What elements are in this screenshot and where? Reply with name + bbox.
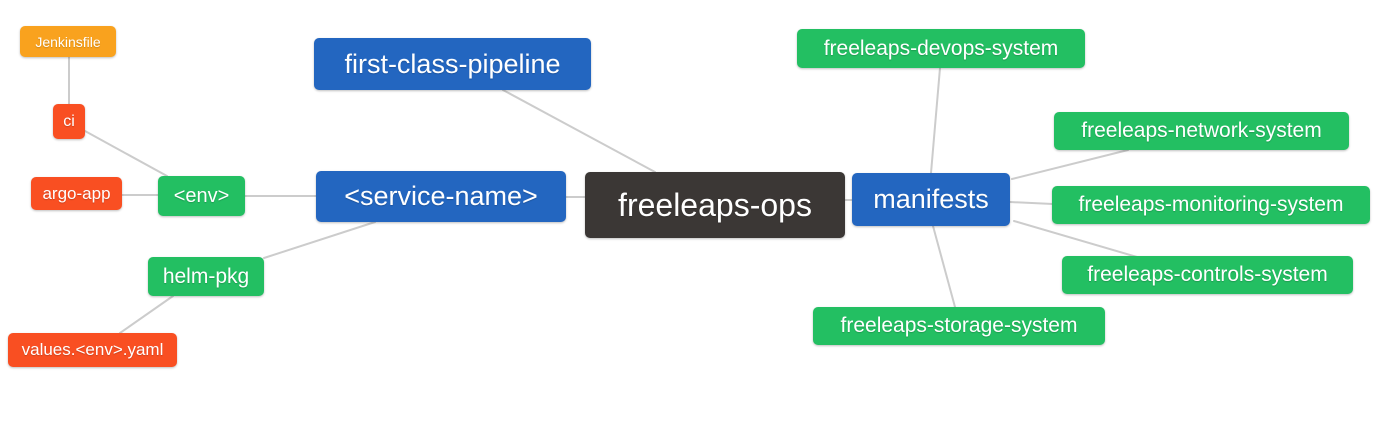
node-label-helm-pkg: helm-pkg <box>162 264 250 288</box>
edge-manifests-to-controls-system <box>1013 220 1138 258</box>
node-controls-system[interactable]: freeleaps-controls-system <box>1062 256 1353 294</box>
node-ci[interactable]: ci <box>53 104 85 139</box>
node-manifests[interactable]: manifests <box>852 173 1010 226</box>
node-monitoring-system[interactable]: freeleaps-monitoring-system <box>1052 186 1370 224</box>
node-label-service-name: <service-name> <box>344 181 538 211</box>
node-env[interactable]: <env> <box>158 176 245 216</box>
node-devops-system[interactable]: freeleaps-devops-system <box>797 29 1085 68</box>
node-helm-pkg[interactable]: helm-pkg <box>148 257 264 296</box>
node-label-monitoring-system: freeleaps-monitoring-system <box>1078 193 1344 216</box>
node-argo-app[interactable]: argo-app <box>31 177 122 210</box>
node-label-manifests: manifests <box>873 184 989 214</box>
node-jenkinsfile[interactable]: Jenkinsfile <box>20 26 116 57</box>
node-label-freeleaps-ops: freeleaps-ops <box>618 186 812 223</box>
node-label-devops-system: freeleaps-devops-system <box>823 36 1059 60</box>
node-first-class-pipeline[interactable]: first-class-pipeline <box>314 38 591 90</box>
edge-manifests-to-monitoring-system <box>1009 201 1054 205</box>
edge-manifests-to-devops-system <box>930 67 941 174</box>
node-label-controls-system: freeleaps-controls-system <box>1087 263 1328 286</box>
node-service-name[interactable]: <service-name> <box>316 171 566 222</box>
edge-manifests-to-network-system <box>1011 149 1129 180</box>
node-label-jenkinsfile: Jenkinsfile <box>35 33 101 50</box>
edge-service-name-to-helm-pkg <box>263 221 376 259</box>
edge-first-class-pipeline-to-freeleaps-ops <box>502 89 656 173</box>
node-network-system[interactable]: freeleaps-network-system <box>1054 112 1349 150</box>
node-label-ci: ci <box>63 112 75 130</box>
node-values-env-yaml[interactable]: values.<env>.yaml <box>8 333 177 367</box>
node-freeleaps-ops[interactable]: freeleaps-ops <box>585 172 845 238</box>
node-label-argo-app: argo-app <box>42 183 111 203</box>
node-label-env: <env> <box>173 184 230 207</box>
edge-helm-pkg-to-values-env-yaml <box>119 295 174 334</box>
edge-manifests-to-storage-system <box>932 225 956 308</box>
node-label-values-env-yaml: values.<env>.yaml <box>21 340 164 359</box>
edge-ci-to-env <box>84 130 168 177</box>
node-label-first-class-pipeline: first-class-pipeline <box>344 48 561 79</box>
node-label-storage-system: freeleaps-storage-system <box>840 314 1078 337</box>
node-storage-system[interactable]: freeleaps-storage-system <box>813 307 1105 345</box>
node-label-network-system: freeleaps-network-system <box>1081 119 1322 142</box>
